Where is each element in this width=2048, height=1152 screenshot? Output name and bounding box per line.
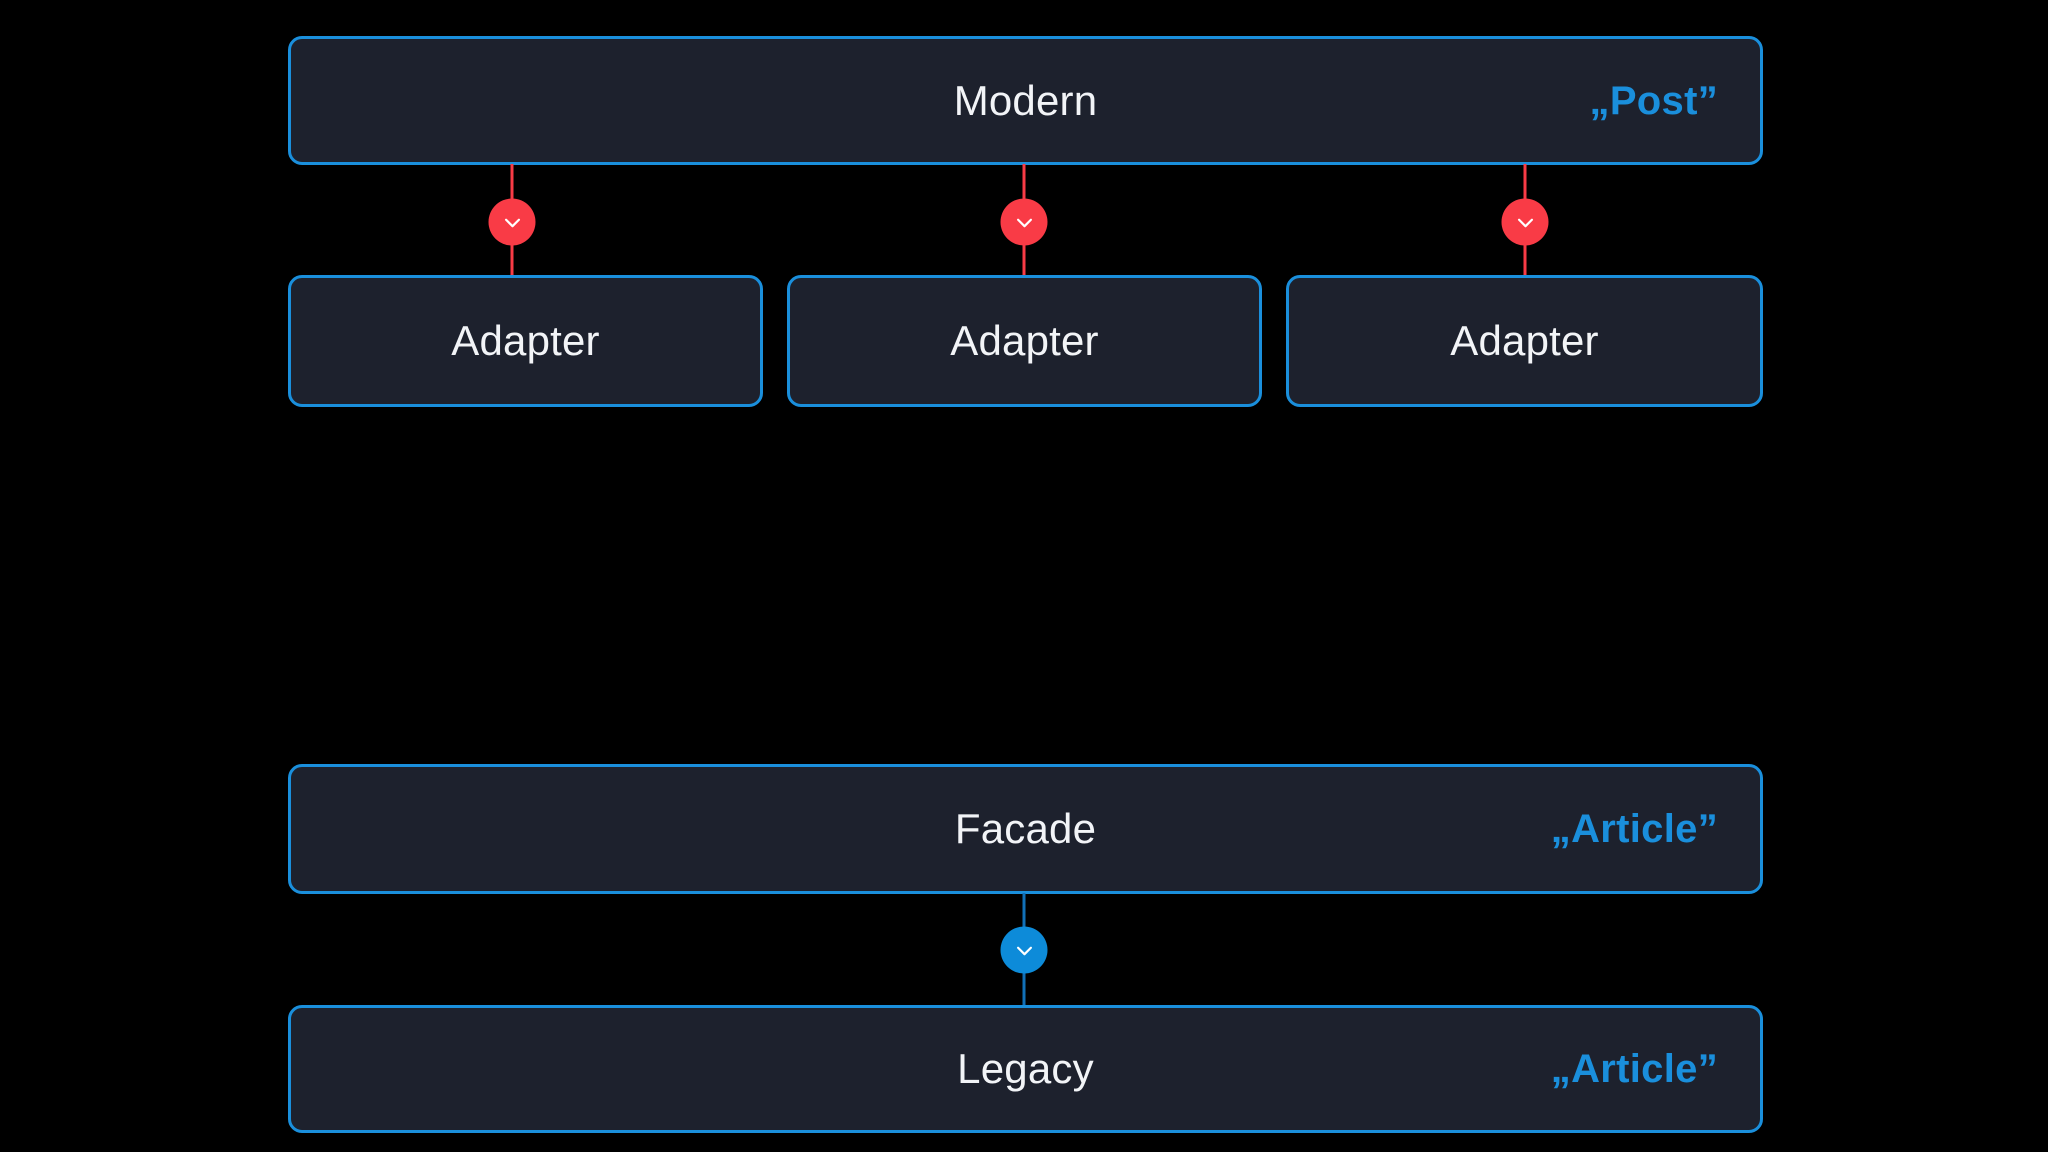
node-adapter-1-title: Adapter [950,317,1099,364]
node-modern-entity-label: „Post” [1589,78,1718,123]
node-adapter-1[interactable]: Adapter [787,275,1262,407]
node-modern-title: Modern [953,76,1098,124]
node-adapter-0-title: Adapter [451,317,600,364]
node-legacy-title: Legacy [957,1045,1094,1092]
node-legacy[interactable]: Legacy „Article” [288,1005,1763,1133]
marker-chevron-adapter-1[interactable] [1000,198,1048,246]
node-modern[interactable]: Modern „Post” [288,36,1763,165]
chevron-down-icon [1013,939,1035,961]
node-adapter-2[interactable]: Adapter [1286,275,1763,407]
node-adapter-2-title: Adapter [1450,317,1599,364]
chevron-down-icon [1514,211,1536,233]
marker-chevron-adapter-0[interactable] [488,198,536,246]
marker-chevron-facade-legacy[interactable] [1000,926,1048,974]
node-facade[interactable]: Facade „Article” [288,764,1763,894]
chevron-down-icon [501,211,523,233]
node-facade-title: Facade [954,805,1097,852]
node-legacy-entity-label: „Article” [1550,1047,1718,1091]
node-facade-entity-label: „Article” [1550,807,1718,851]
chevron-down-icon [1013,211,1035,233]
marker-chevron-adapter-2[interactable] [1501,198,1549,246]
node-adapter-0[interactable]: Adapter [288,275,763,407]
